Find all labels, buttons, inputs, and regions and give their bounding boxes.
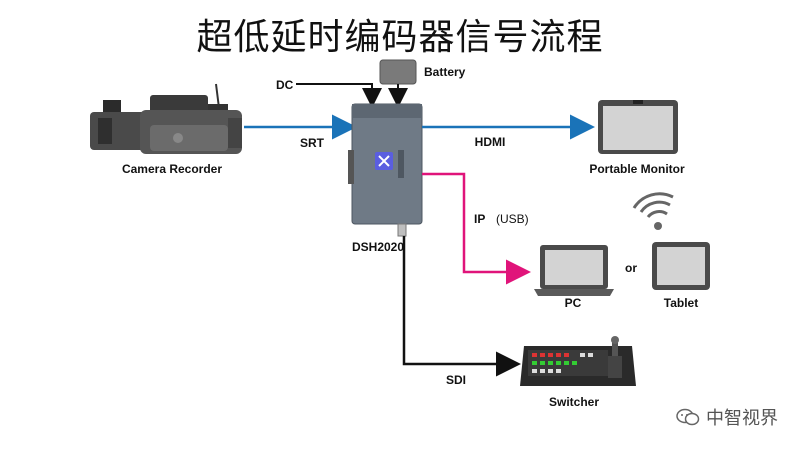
- tablet-icon: [652, 242, 710, 290]
- pc-label: PC: [565, 296, 582, 310]
- battery-label: Battery: [424, 65, 466, 79]
- portable-monitor-icon: [598, 100, 678, 154]
- dsh2020-device-icon: [348, 103, 423, 237]
- sdi-label: SDI: [446, 373, 466, 387]
- ip-arrow: [422, 172, 531, 285]
- usb-label: (USB): [496, 212, 529, 226]
- watermark: 中智视界: [676, 404, 778, 430]
- diagram-title: 超低延时编码器信号流程: [196, 17, 604, 58]
- dc-label: DC: [276, 78, 294, 92]
- sdi-arrow: [402, 236, 521, 377]
- camera-label: Camera Recorder: [122, 162, 222, 176]
- pc-laptop-icon: [534, 245, 614, 296]
- monitor-label: Portable Monitor: [589, 162, 685, 176]
- device-label: DSH2020: [352, 240, 404, 254]
- battery-icon: [379, 59, 417, 85]
- hdmi-label: HDMI: [475, 135, 506, 149]
- camera-recorder-icon: [90, 83, 242, 154]
- or-label: or: [625, 261, 637, 275]
- switcher-icon: [520, 336, 636, 386]
- wechat-icon: [676, 408, 700, 426]
- srt-label: SRT: [300, 136, 325, 150]
- tablet-label: Tablet: [664, 296, 698, 310]
- switcher-label: Switcher: [549, 395, 599, 409]
- wifi-icon: [632, 192, 674, 230]
- watermark-text: 中智视界: [706, 408, 778, 429]
- ip-label: IP: [474, 212, 485, 226]
- dc-arrow: [296, 83, 382, 108]
